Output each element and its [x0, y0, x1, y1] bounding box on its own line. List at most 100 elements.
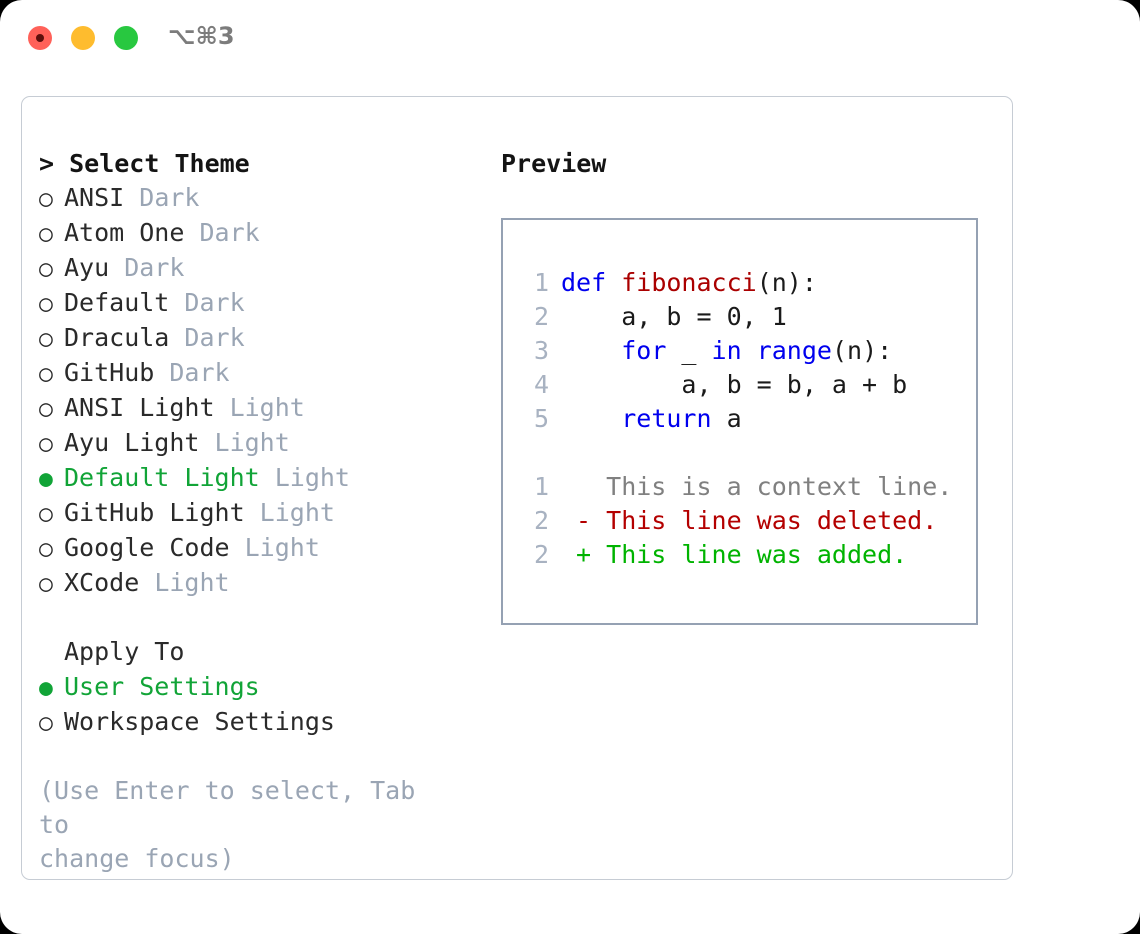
- apply-to-option-user-settings[interactable]: ● User Settings: [39, 670, 469, 705]
- radio-unselected-icon[interactable]: ○: [39, 536, 53, 562]
- keyboard-shortcut-label: ⌥⌘3: [168, 22, 235, 50]
- theme-option-atom-one[interactable]: ○ Atom One Dark: [39, 216, 469, 251]
- code-token: def: [561, 268, 622, 297]
- theme-option-google-code[interactable]: ○ Google Code Light: [39, 531, 469, 566]
- theme-option-tag: Light: [229, 393, 305, 422]
- theme-option-tag: Dark: [184, 288, 245, 317]
- theme-option-list[interactable]: ○ ANSI Dark ○ Atom One Dark ○ Ayu Dark ○ Defaul…: [39, 181, 469, 601]
- line-number: 5: [533, 404, 549, 433]
- radio-unselected-icon[interactable]: ○: [39, 501, 53, 527]
- radio-unselected-icon[interactable]: ○: [39, 326, 53, 352]
- code-line: 1 def fibonacci(n):: [523, 266, 952, 300]
- theme-option-xcode[interactable]: ○ XCode Light: [39, 566, 469, 601]
- radio-unselected-icon[interactable]: ○: [39, 361, 53, 387]
- theme-option-tag: Dark: [199, 218, 260, 247]
- line-number: 1: [533, 268, 549, 297]
- radio-unselected-icon[interactable]: ○: [39, 186, 53, 212]
- line-number: 1: [533, 472, 549, 501]
- radio-unselected-icon[interactable]: ○: [39, 571, 53, 597]
- maximize-button[interactable]: [114, 26, 138, 50]
- code-token: a, b = 0, 1: [561, 302, 787, 331]
- spacer-bullet: ○: [39, 636, 64, 670]
- title-bar: ⌥⌘3: [0, 0, 1140, 78]
- theme-option-tag: Dark: [169, 358, 230, 387]
- theme-option-label: GitHub: [64, 358, 170, 387]
- code-token: (n):: [756, 268, 817, 297]
- preview-heading: Preview: [501, 149, 607, 178]
- theme-option-label: Dracula: [64, 323, 185, 352]
- theme-option-tag: Dark: [124, 253, 185, 282]
- code-token: [561, 336, 621, 365]
- apply-to-option-label: Workspace Settings: [64, 707, 335, 736]
- theme-option-label: ANSI: [64, 183, 140, 212]
- theme-option-ayu[interactable]: ○ Ayu Dark: [39, 251, 469, 286]
- window-controls: [28, 26, 138, 50]
- code-line: 3 for _ in range(n):: [523, 334, 952, 368]
- theme-option-label: Default: [64, 288, 185, 317]
- theme-option-tag: Light: [259, 498, 335, 527]
- apply-to-heading: Apply To: [64, 637, 185, 666]
- line-number: 3: [533, 336, 549, 365]
- code-token: _: [666, 336, 712, 365]
- theme-option-ansi[interactable]: ○ ANSI Dark: [39, 181, 469, 216]
- code-token: a: [711, 404, 742, 433]
- line-number: 2: [533, 302, 549, 331]
- close-button[interactable]: [28, 26, 52, 50]
- radio-unselected-icon[interactable]: ○: [39, 431, 53, 457]
- code-token: for: [621, 336, 667, 365]
- line-number: 2: [533, 540, 549, 569]
- minimize-button[interactable]: [71, 26, 95, 50]
- code-token: fibonacci: [621, 268, 757, 297]
- code-line: 4 a, b = b, a + b: [523, 368, 952, 402]
- apply-to-option-label: User Settings: [64, 672, 260, 701]
- diff-text: - This line was deleted.: [561, 506, 938, 535]
- diff-line-ctx: 1 This is a context line.: [523, 470, 952, 504]
- theme-option-default-light[interactable]: ● Default Light Light: [39, 461, 469, 496]
- radio-unselected-icon[interactable]: ○: [39, 291, 53, 317]
- theme-option-dracula[interactable]: ○ Dracula Dark: [39, 321, 469, 356]
- theme-option-label: XCode: [64, 568, 155, 597]
- radio-selected-icon[interactable]: ●: [39, 466, 53, 492]
- radio-unselected-icon[interactable]: ○: [39, 256, 53, 282]
- apply-to-option-workspace-settings[interactable]: ○ Workspace Settings: [39, 705, 469, 740]
- apply-to-option-list[interactable]: ● User Settings ○ Workspace Settings: [39, 670, 469, 740]
- code-token: [742, 336, 757, 365]
- code-token: return: [621, 404, 712, 433]
- code-token: (n):: [831, 336, 893, 365]
- theme-option-tag: Light: [274, 463, 350, 492]
- theme-option-label: Atom One: [64, 218, 200, 247]
- diff-text: + This line was added.: [561, 540, 908, 569]
- theme-option-ayu-light[interactable]: ○Ayu Light Light: [39, 426, 469, 461]
- code-line: 5 return a: [523, 402, 952, 436]
- theme-option-label: Ayu: [64, 253, 125, 282]
- code-blank-line: [523, 436, 952, 470]
- code-line: 2 a, b = 0, 1: [523, 300, 952, 334]
- diff-line-del: 2 - This line was deleted.: [523, 504, 952, 538]
- theme-option-tag: Light: [154, 568, 230, 597]
- theme-option-tag: Dark: [184, 323, 245, 352]
- select-theme-heading: > Select Theme: [39, 149, 250, 178]
- line-number: 2: [533, 506, 549, 535]
- theme-option-label: Default Light: [64, 463, 275, 492]
- radio-unselected-icon[interactable]: ○: [39, 710, 53, 736]
- radio-selected-icon[interactable]: ●: [39, 675, 53, 701]
- theme-option-tag: Light: [244, 533, 320, 562]
- theme-option-label: GitHub Light: [64, 498, 260, 527]
- diff-line-add: 2 + This line was added.: [523, 538, 952, 572]
- code-token: in: [711, 336, 742, 365]
- theme-option-label: Ayu Light: [64, 428, 215, 457]
- theme-option-default[interactable]: ○ Default Dark: [39, 286, 469, 321]
- theme-option-tag: Dark: [139, 183, 200, 212]
- code-token: [561, 404, 621, 433]
- theme-option-ansi-light[interactable]: ○ ANSI Light Light: [39, 391, 469, 426]
- theme-option-github[interactable]: ○ GitHub Dark: [39, 356, 469, 391]
- radio-unselected-icon[interactable]: ○: [39, 396, 53, 422]
- theme-option-github-light[interactable]: ○ GitHub Light Light: [39, 496, 469, 531]
- theme-option-label: Google Code: [64, 533, 245, 562]
- theme-option-label: ANSI Light: [64, 393, 230, 422]
- keyboard-hint-text: (Use Enter to select, Tab to change focu…: [39, 776, 416, 873]
- radio-unselected-icon[interactable]: ○: [39, 221, 53, 247]
